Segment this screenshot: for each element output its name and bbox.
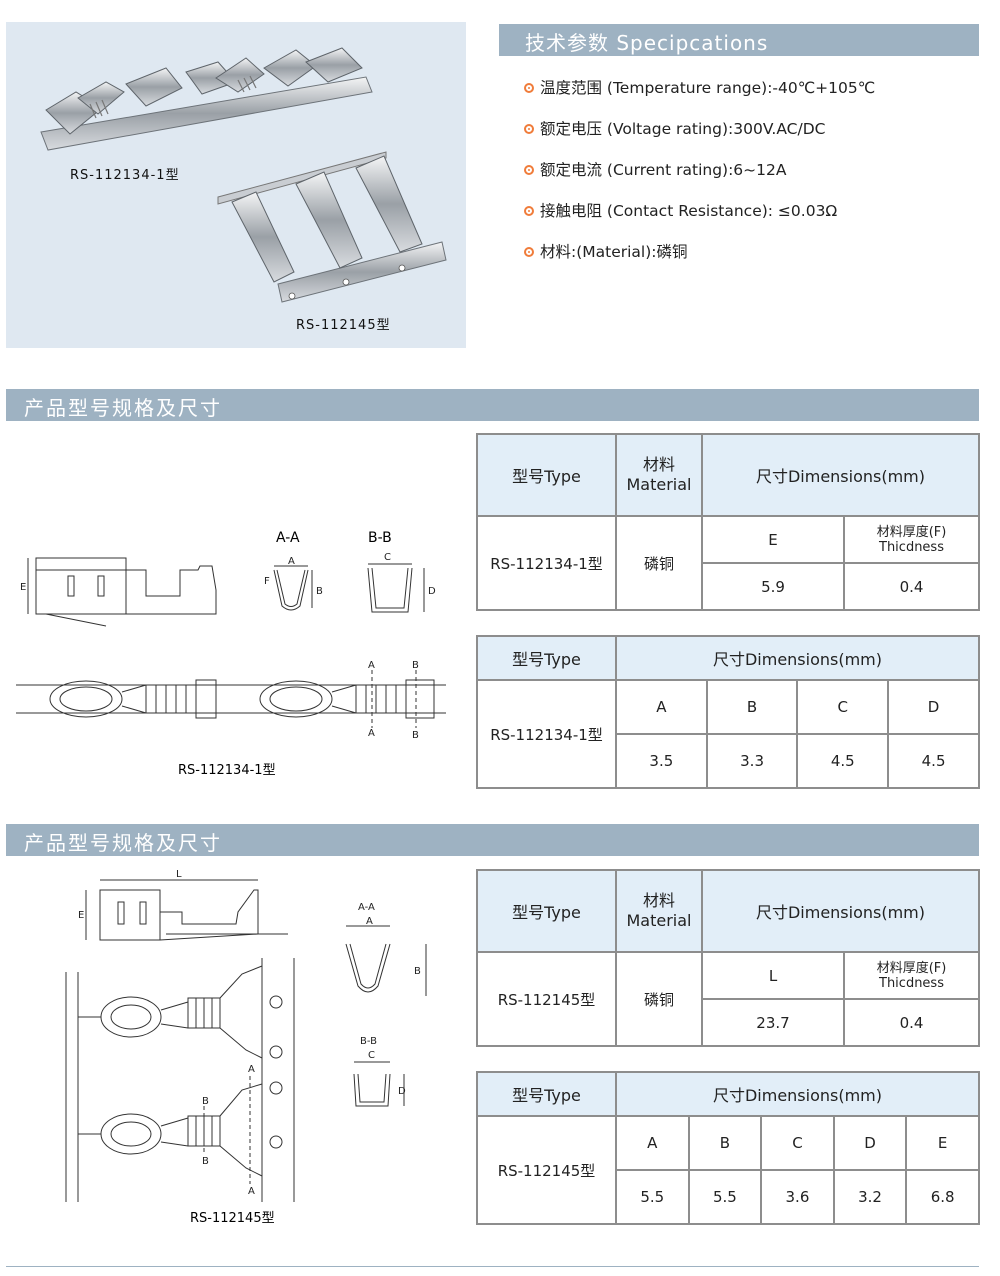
drawing-caption-112134: RS-112134-1型 — [178, 763, 276, 778]
sub-header-a: A — [615, 679, 708, 735]
cell-thickness-value: 0.4 — [843, 562, 980, 611]
col-header-type: 型号Type — [476, 1071, 617, 1117]
col-header-dimensions: 尺寸Dimensions(mm) — [615, 1071, 980, 1117]
dim-label-c: C — [368, 1050, 375, 1061]
cell-e-value: 6.8 — [905, 1169, 980, 1225]
cell-d-value: 3.2 — [832, 1169, 908, 1225]
bullet-icon — [524, 165, 534, 175]
product-photo-panel — [6, 22, 466, 348]
cell-c-value: 4.5 — [796, 733, 890, 789]
cell-b-value: 3.3 — [705, 733, 799, 789]
sub-header-a: A — [615, 1115, 690, 1171]
terminal-photos-image — [40, 47, 447, 303]
col-header-type: 型号Type — [476, 635, 617, 681]
dim-label-c: C — [384, 552, 391, 563]
spec-item: 材料:(Material):磷铜 — [524, 240, 688, 262]
sub-header-thickness: 材料厚度(F)Thicdness — [843, 951, 980, 1000]
footer-divider — [6, 1266, 979, 1267]
bullet-icon — [524, 83, 534, 93]
sub-header-l: L — [701, 951, 845, 1000]
cell-e-value: 5.9 — [701, 562, 845, 611]
dim-label-d: D — [398, 1086, 406, 1097]
cut-label-b-top: B — [202, 1096, 209, 1107]
cut-label-a-top: A — [368, 660, 375, 671]
spec-title: 技术参数 Specipcations — [525, 31, 769, 55]
table-112134-dimensions: 型号Type 尺寸Dimensions(mm) RS-112134-1型 A B… — [476, 635, 980, 789]
bullet-icon — [524, 206, 534, 216]
sub-header-c: C — [760, 1115, 835, 1171]
cell-model: RS-112134-1型 — [476, 679, 617, 789]
dim-label-b: B — [316, 586, 323, 597]
cell-model: RS-112145型 — [476, 1115, 617, 1225]
cut-label-b-bottom: B — [412, 730, 419, 741]
dim-label-d: D — [428, 586, 436, 597]
dim-label-a: A — [366, 916, 373, 927]
cell-d-value: 4.5 — [887, 733, 980, 789]
cell-model: RS-112145型 — [476, 951, 617, 1047]
dim-label-a: A — [288, 556, 295, 567]
section2-header: 产品型号规格及尺寸 — [6, 824, 979, 856]
cell-model: RS-112134-1型 — [476, 515, 617, 611]
section-bb-label: B-B — [360, 1036, 377, 1047]
spec-header: 技术参数 Specipcations — [499, 24, 979, 56]
spec-item: 额定电流 (Current rating):6~12A — [524, 158, 786, 180]
photo-caption-112145: RS-112145型 — [296, 318, 391, 333]
sub-header-e: E — [701, 515, 845, 564]
cut-label-b-bottom: B — [202, 1156, 209, 1167]
col-header-dimensions: 尺寸Dimensions(mm) — [615, 635, 980, 681]
cell-l-value: 23.7 — [701, 998, 845, 1047]
dim-label-e: E — [78, 910, 84, 921]
dim-label-e: E — [20, 582, 26, 593]
sub-header-b: B — [687, 1115, 763, 1171]
photo-caption-112134: RS-112134-1型 — [70, 168, 180, 183]
col-header-type: 型号Type — [476, 433, 617, 517]
cell-thickness-value: 0.4 — [843, 998, 980, 1047]
cell-a-value: 5.5 — [615, 1169, 690, 1225]
drawing-112145: L E A-A A B B-B C D A A B B RS-112145型 — [65, 869, 427, 1226]
col-header-type: 型号Type — [476, 869, 617, 953]
dim-label-l: L — [176, 869, 182, 880]
cut-label-a-top: A — [248, 1064, 255, 1075]
sub-header-e: E — [905, 1115, 980, 1171]
cell-c-value: 3.6 — [760, 1169, 835, 1225]
terminal-strip-112145-photo — [217, 151, 447, 303]
spec-item: 接触电阻 (Contact Resistance): ≤0.03Ω — [524, 199, 837, 221]
sub-header-thickness: 材料厚度(F)Thicdness — [843, 515, 980, 564]
spec-item: 额定电压 (Voltage rating):300V.AC/DC — [524, 117, 825, 139]
cell-a-value: 3.5 — [615, 733, 708, 789]
drawing-112134: E A-A B-B A F B C D A A B B RS-112134-1型 — [16, 530, 446, 778]
sub-header-c: C — [796, 679, 890, 735]
terminal-strip-112134-photo — [40, 47, 373, 151]
bullet-icon — [524, 124, 534, 134]
section-aa-label: A-A — [358, 902, 375, 913]
cut-label-a-bottom: A — [368, 728, 375, 739]
table-112145-dimensions: 型号Type 尺寸Dimensions(mm) RS-112145型 A B C… — [476, 1071, 980, 1225]
section1-title: 产品型号规格及尺寸 — [24, 396, 222, 420]
cell-material: 磷铜 — [615, 951, 703, 1047]
section2-title: 产品型号规格及尺寸 — [24, 831, 222, 855]
sub-header-b: B — [705, 679, 799, 735]
cut-label-b-top: B — [412, 660, 419, 671]
col-header-dimensions: 尺寸Dimensions(mm) — [701, 433, 980, 517]
drawing-caption-112145: RS-112145型 — [190, 1211, 275, 1226]
dim-label-b: B — [414, 966, 421, 977]
bullet-icon — [524, 247, 534, 257]
col-header-dimensions: 尺寸Dimensions(mm) — [701, 869, 980, 953]
cell-material: 磷铜 — [615, 515, 703, 611]
spec-item: 温度范围 (Temperature range):-40℃+105℃ — [524, 76, 875, 98]
sub-header-d: D — [832, 1115, 908, 1171]
section-aa-label: A-A — [276, 530, 300, 546]
cut-label-a-bottom: A — [248, 1186, 255, 1197]
cell-b-value: 5.5 — [687, 1169, 763, 1225]
section-bb-label: B-B — [368, 530, 392, 546]
sub-header-d: D — [887, 679, 980, 735]
dim-label-f: F — [264, 576, 270, 587]
section1-header: 产品型号规格及尺寸 — [6, 389, 979, 421]
